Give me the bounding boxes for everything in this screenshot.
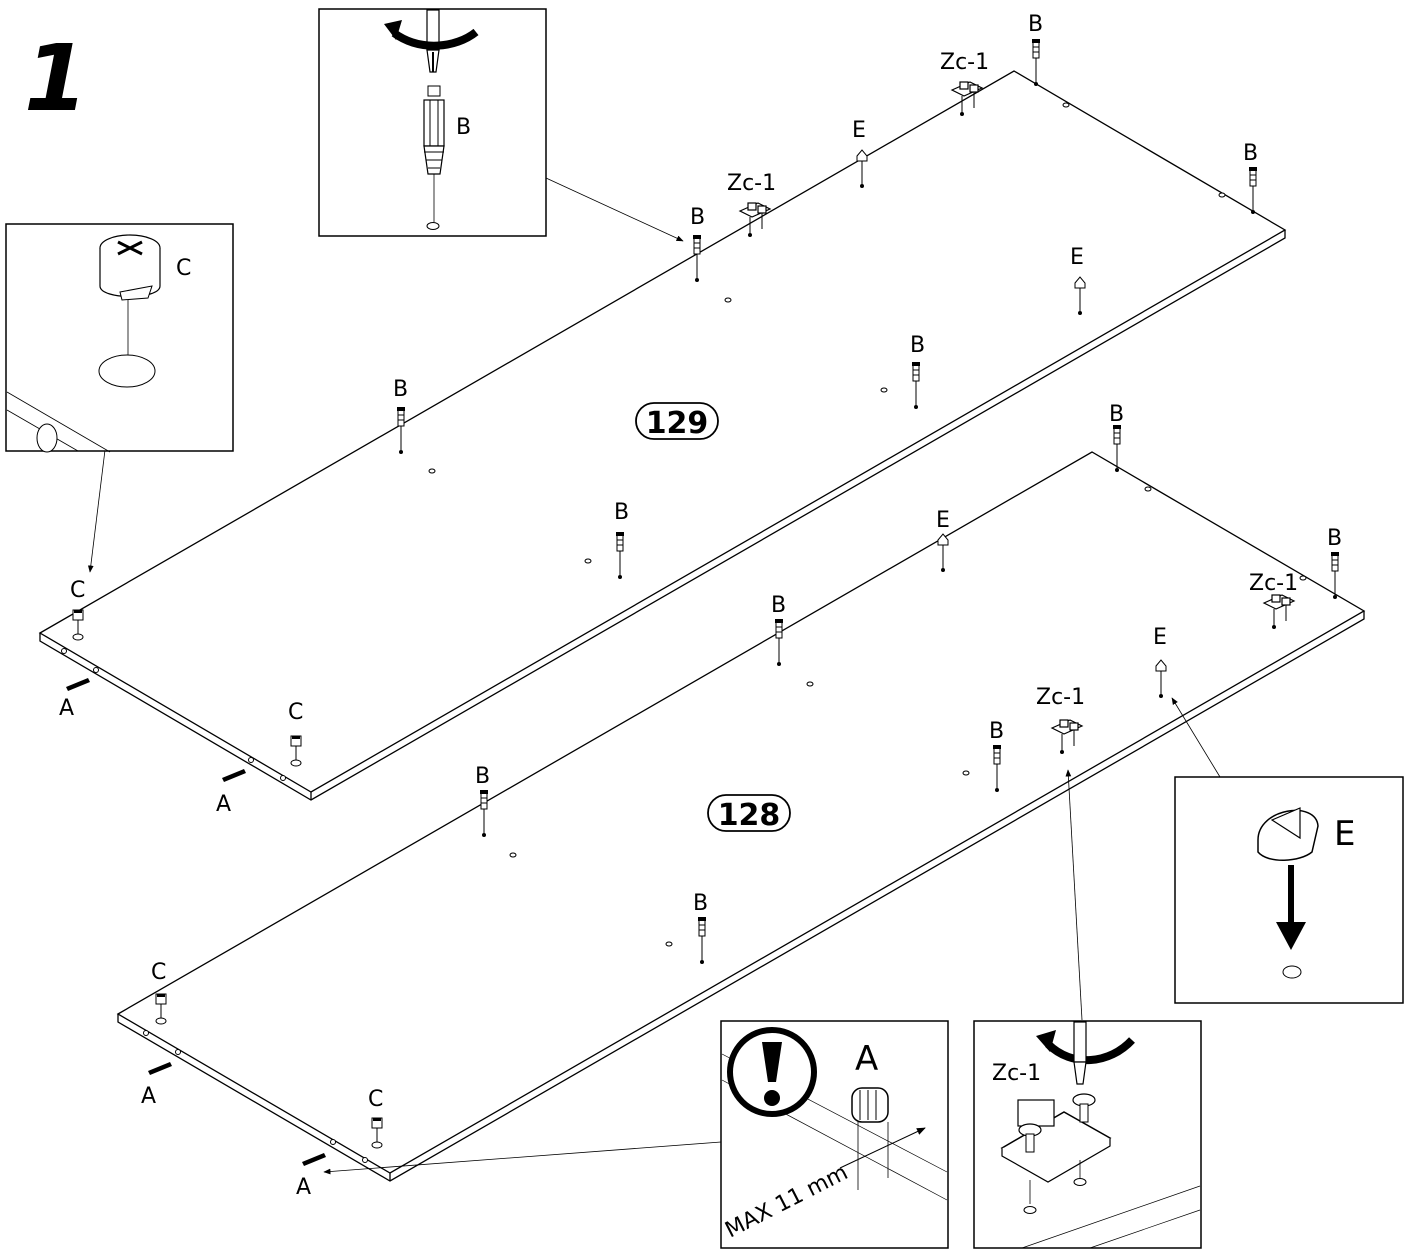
label-b: B: [690, 205, 705, 230]
label-b: B: [614, 500, 629, 525]
label-c: C: [151, 960, 166, 985]
label-b: B: [693, 891, 708, 916]
label-zc1: Zc-1: [727, 171, 776, 196]
label-b: B: [1028, 12, 1043, 37]
label-b: B: [1109, 402, 1124, 427]
label-e: E: [1070, 245, 1084, 270]
inset-screw-b-label: B: [456, 115, 471, 140]
leader-arrows: [87, 177, 1221, 1175]
screwdriver-icon: [1073, 1021, 1087, 1085]
dowel-icon: [839, 1087, 926, 1190]
rotate-arrow-icon: [1036, 1030, 1135, 1065]
inset-cam-c: C: [5, 223, 234, 453]
panel-id-129-text: 129: [646, 406, 709, 441]
label-a: A: [141, 1084, 156, 1109]
inset-hinge-zc1: Zc-1: [973, 1020, 1202, 1249]
warning-icon: [727, 1027, 817, 1117]
label-a: A: [296, 1175, 311, 1200]
label-b: B: [771, 593, 786, 618]
label-c: C: [288, 700, 303, 725]
inset-dowel-a-label: A: [855, 1039, 878, 1079]
label-c: C: [70, 578, 85, 603]
label-c: C: [368, 1087, 383, 1112]
rotate-arrow-icon: [384, 20, 479, 50]
label-e: E: [852, 118, 866, 143]
panel-id-128-text: 128: [718, 798, 781, 833]
step-number: 1: [24, 25, 88, 132]
panel-128: [116, 451, 1366, 1182]
inset-hinge-zc1-label: Zc-1: [992, 1061, 1041, 1086]
cam-bolt-icon: [423, 85, 445, 230]
label-b: B: [1243, 141, 1258, 166]
inset-peg-e: E: [1174, 776, 1404, 1004]
label-e: E: [1153, 625, 1167, 650]
inset-screw-b: B: [318, 8, 547, 237]
inset-dowel-a: A MAX 11 mm: [720, 1020, 949, 1249]
panel-id-129: 129: [635, 402, 719, 441]
hinge-plate-icon: [1000, 1093, 1112, 1214]
label-zc1: Zc-1: [1249, 571, 1298, 596]
label-a: A: [59, 696, 74, 721]
label-a: A: [216, 792, 231, 817]
label-b: B: [475, 764, 490, 789]
label-b: B: [910, 333, 925, 358]
screwdriver-icon: [426, 9, 440, 73]
label-b: B: [393, 377, 408, 402]
label-zc1: Zc-1: [1036, 685, 1085, 710]
panel-129: [38, 70, 1287, 801]
panel-id-128: 128: [707, 794, 791, 833]
label-b: B: [989, 719, 1004, 744]
inset-cam-c-label: C: [176, 256, 191, 281]
shelf-peg-icon: [1257, 807, 1319, 861]
label-b: B: [1327, 526, 1342, 551]
inset-peg-e-label: E: [1334, 814, 1355, 854]
cam-lock-icon: [6, 234, 161, 453]
label-zc1: Zc-1: [940, 50, 989, 75]
label-e: E: [936, 508, 950, 533]
down-arrow-icon: [1276, 865, 1306, 950]
fitting-labels: B B B B B B B B B B B B E E E E Zc-1 Zc-…: [59, 12, 1342, 1200]
